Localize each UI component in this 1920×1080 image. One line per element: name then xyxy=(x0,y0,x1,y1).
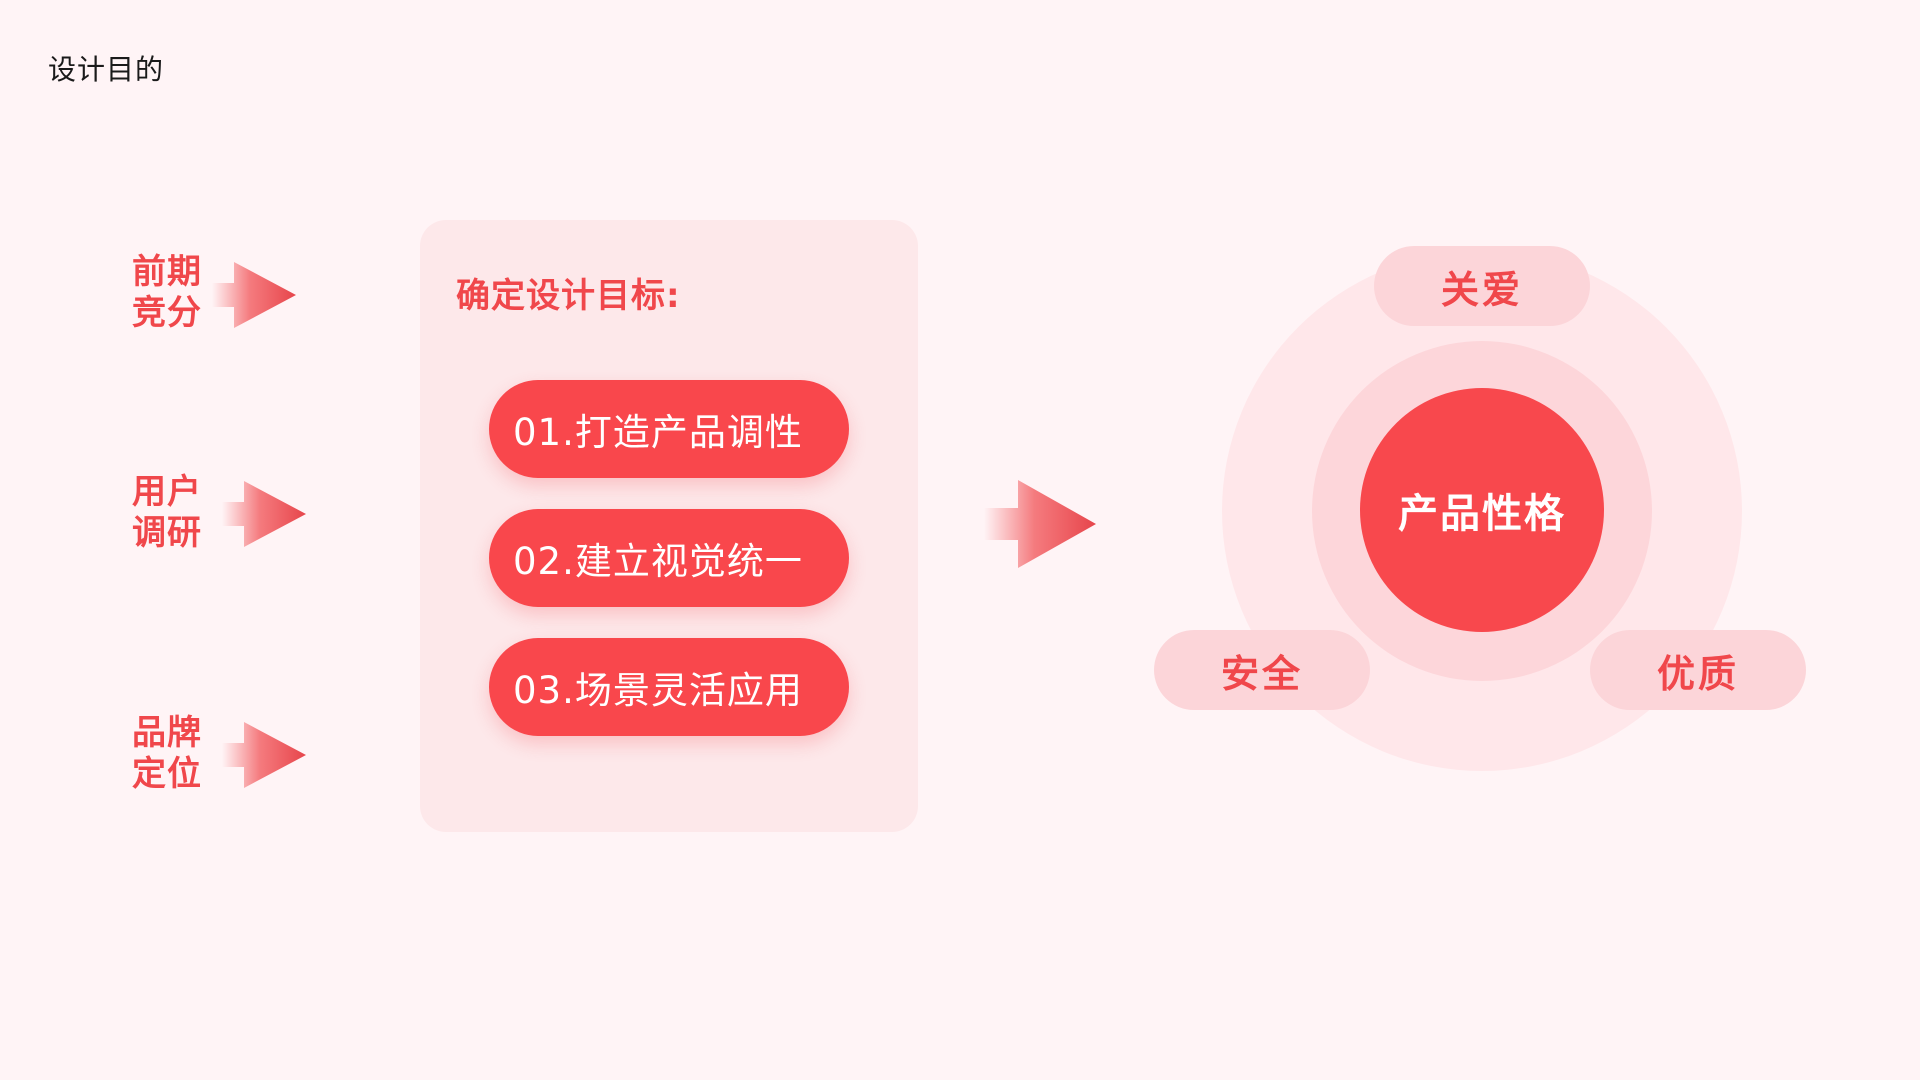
arrow-right-icon xyxy=(222,481,306,547)
input-label-line: 用户 xyxy=(132,472,202,512)
goal-item: 01.打造产品调性 xyxy=(489,380,849,478)
arrow-right-icon xyxy=(222,722,306,788)
trait-pill-quality: 优质 xyxy=(1590,630,1806,710)
input-label-line: 调研 xyxy=(132,513,202,553)
trait-pill-care: 关爱 xyxy=(1374,246,1590,326)
goal-heading: 确定设计目标: xyxy=(456,276,681,316)
input-label-line: 定位 xyxy=(132,754,202,794)
input-label-line: 竞分 xyxy=(132,293,202,333)
core-circle: 产品性格 xyxy=(1360,388,1604,632)
input-label-competitive: 前期 竞分 xyxy=(132,252,212,334)
input-label-line: 前期 xyxy=(132,252,202,292)
goal-item: 03.场景灵活应用 xyxy=(489,638,849,736)
input-label-line: 品牌 xyxy=(132,713,202,753)
trait-pill-safety: 安全 xyxy=(1154,630,1370,710)
arrow-right-icon xyxy=(984,480,1096,568)
input-label-brand-positioning: 品牌 定位 xyxy=(132,713,212,795)
arrow-right-icon xyxy=(212,262,296,328)
page-title: 设计目的 xyxy=(48,53,165,86)
goal-item: 02.建立视觉统一 xyxy=(489,509,849,607)
input-label-user-research: 用户 调研 xyxy=(132,472,212,554)
goal-panel: 确定设计目标: 01.打造产品调性 02.建立视觉统一 03.场景灵活应用 xyxy=(420,220,918,832)
